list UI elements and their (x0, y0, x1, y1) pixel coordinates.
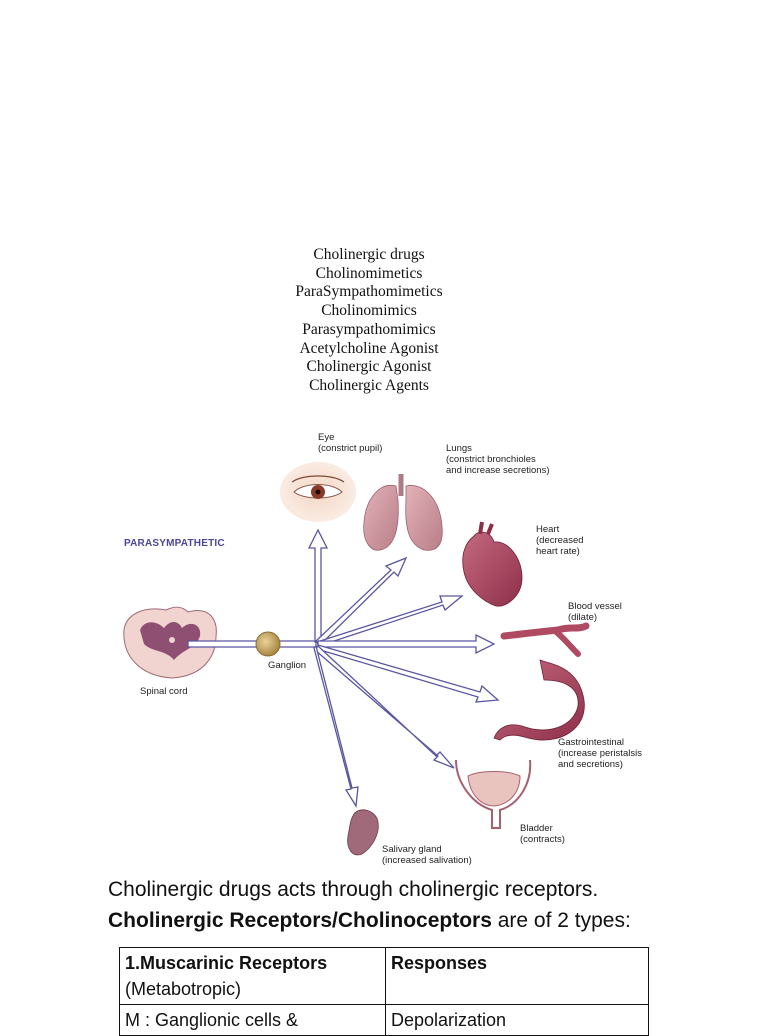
lungs-label-title: Lungs (446, 443, 472, 454)
salivary-gland-illustration (347, 809, 379, 856)
table-header-responses-title: Responses (391, 953, 488, 973)
table-header-receptor-title: 1.Muscarinic Receptors (125, 953, 328, 973)
synonym-item: Cholinergic Agents (309, 376, 429, 394)
gastrointestinal-illustration (493, 659, 585, 741)
blood-vessel-label-effect: (dilate) (568, 612, 598, 623)
blood-vessel-label: Blood vessel (dilate) (568, 601, 622, 623)
heart-label: Heart (decreased heart rate) (536, 524, 584, 557)
eye-illustration (280, 462, 356, 522)
synonym-item: Parasympathomimics (302, 320, 436, 338)
gastrointestinal-label: Gastrointestinal (increase peristalsis a… (558, 737, 642, 770)
bladder-label: Bladder (contracts) (520, 823, 565, 845)
ganglion-label: Ganglion (268, 660, 307, 671)
receptor-types-bold: Cholinergic Receptors/Cholinoceptors (108, 909, 492, 932)
bladder-label-title: Bladder (520, 823, 553, 834)
bladder-illustration (455, 759, 532, 829)
eye-label-title: Eye (318, 432, 335, 443)
receptor-types-sentence: Cholinergic Receptors/Cholinoceptors are… (108, 906, 631, 936)
bladder-label-effect: (contracts) (520, 834, 565, 845)
table-header-receptor: 1.Muscarinic Receptors (Metabotropic) (119, 947, 386, 1005)
salivary-gland-label: Salivary gland (increased salivation) (382, 844, 472, 866)
synonym-item: Cholinomimetics (315, 264, 423, 282)
lungs-illustration (363, 474, 443, 551)
synonym-list: Cholinergic drugs Cholinomimetics ParaSy… (0, 246, 738, 396)
gastrointestinal-label-title: Gastrointestinal (558, 737, 625, 748)
table-header-responses: Responses (385, 947, 649, 1005)
salivary-gland-label-effect: (increased salivation) (382, 855, 472, 866)
receptor-table: 1.Muscarinic Receptors (Metabotropic) Res… (119, 947, 649, 1036)
parasympathetic-figure: PARASYMPATHETIC Spinal cord Ganglion Eye… (118, 430, 650, 870)
table-cell: Depolarization (385, 1004, 649, 1036)
receptor-types-rest: are of 2 types: (491, 909, 631, 932)
synonym-item: Cholinomimics (321, 302, 417, 320)
spinal-cord-label: Spinal cord (140, 686, 188, 697)
blood-vessel-label-title: Blood vessel (568, 601, 622, 612)
synonym-item: Cholinergic Agonist (306, 358, 432, 376)
pathway-diagram (123, 462, 590, 856)
heart-label-title: Heart (536, 524, 560, 535)
spinal-cord-illustration (123, 606, 217, 679)
heart-label-effect: heart rate) (536, 546, 580, 557)
synonym-item: Acetylcholine Agonist (299, 339, 439, 357)
heart-illustration (462, 521, 523, 607)
blood-vessel-illustration (500, 622, 590, 657)
salivary-gland-label-title: Salivary gland (382, 844, 442, 855)
table-row: M : Ganglionic cells & Depolarization (119, 1004, 649, 1036)
receptor-sentence: Cholinergic drugs acts through cholinerg… (108, 878, 599, 901)
lungs-label-effect: and increase secretions) (446, 465, 550, 476)
synonym-item: ParaSympathomimetics (295, 283, 443, 301)
synonym-item: Cholinergic drugs (313, 246, 425, 263)
table-cell: M : Ganglionic cells & (119, 1004, 386, 1036)
gastrointestinal-label-effect: (increase peristalsis (558, 748, 642, 759)
parasympathetic-heading: PARASYMPATHETIC (124, 538, 225, 549)
lungs-label-effect: (constrict bronchioles (446, 454, 536, 465)
gastrointestinal-label-effect: and secretions) (558, 759, 623, 770)
eye-label: Eye (constrict pupil) (318, 432, 382, 454)
heart-label-effect: (decreased (536, 535, 584, 546)
eye-label-effect: (constrict pupil) (318, 443, 383, 454)
ganglion-dot (255, 631, 281, 657)
table-row: 1.Muscarinic Receptors (Metabotropic) Res… (119, 947, 649, 1005)
table-header-receptor-subtitle: (Metabotropic) (125, 979, 242, 999)
arrow-group (187, 528, 500, 808)
lungs-label: Lungs (constrict bronchioles and increas… (446, 443, 550, 476)
